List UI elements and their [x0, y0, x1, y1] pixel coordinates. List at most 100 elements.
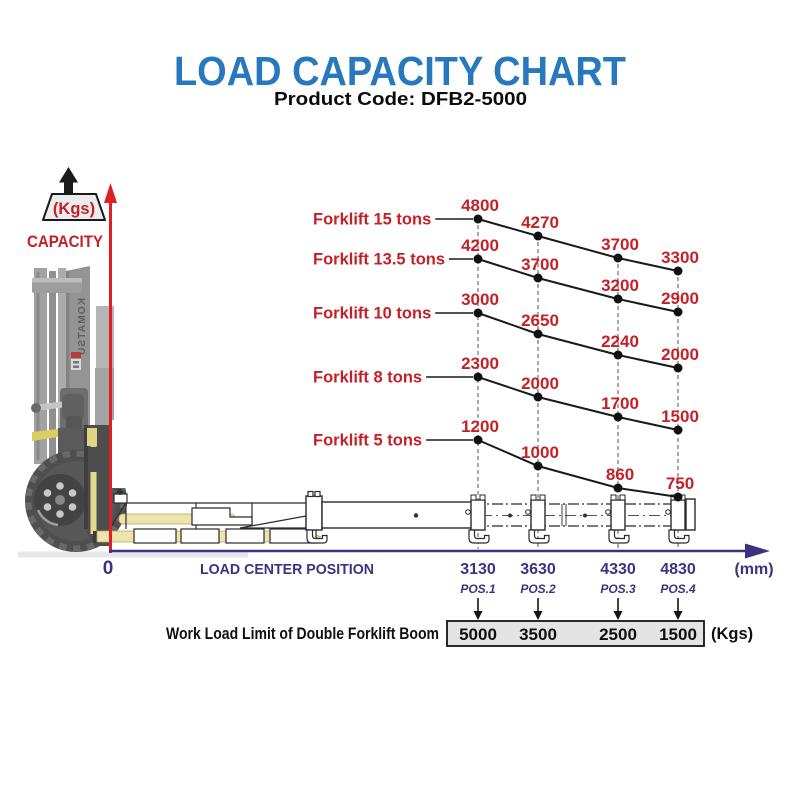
capacity-curve: [477, 312, 679, 369]
weight-up-arrow-icon: [59, 167, 78, 183]
boom-hook-icon: [668, 529, 690, 544]
value-label: 1500: [661, 407, 699, 426]
data-point: [533, 392, 543, 402]
data-point: [533, 461, 543, 471]
value-label: 2000: [661, 345, 699, 364]
value-label: 4800: [461, 196, 499, 215]
boom-collar-tab: [530, 494, 537, 501]
weight-trapezoid: [42, 193, 106, 221]
forklift-hub-bolt: [43, 489, 52, 497]
boom-hook-collar: [470, 499, 486, 531]
forklift-logo-mark2: [73, 365, 79, 368]
boom-fork-pocket: [180, 528, 220, 544]
value-label: 750: [666, 474, 694, 493]
forklift-mast-cylinder-rod: [49, 271, 56, 461]
boom-pin-2: [508, 513, 512, 518]
data-point: [473, 435, 483, 445]
axis-origin-label: 0: [103, 558, 114, 579]
data-point: [533, 273, 543, 283]
forklift-mast-left-rail-groove: [36, 272, 40, 460]
boom-end-cap: [685, 498, 696, 531]
value-label: 3700: [601, 235, 639, 254]
capacity-curve: [477, 439, 679, 498]
data-point: [673, 492, 683, 502]
weight-up-arrow-shaft: [64, 181, 73, 196]
value-label: 2900: [661, 289, 699, 308]
boom-root-tab-2: [314, 490, 321, 498]
boom-frame-block: [113, 493, 128, 504]
data-point: [673, 363, 683, 373]
work-load-limit-table: Work Load Limit of Double Forklift Boom …: [166, 598, 753, 647]
forklift-hub-bolt: [68, 503, 77, 511]
forklift-tilt-cylinder-group: [31, 394, 84, 432]
boom-root-bracket: [305, 495, 323, 531]
capacity-curve: [477, 376, 679, 431]
value-label: 4270: [521, 213, 559, 232]
series-label: Forklift 8 tons: [313, 369, 422, 387]
forklift-hub-cap: [55, 495, 65, 505]
data-point: [613, 412, 623, 422]
forklift-hub-bolt: [56, 510, 64, 518]
data-point: [613, 483, 623, 493]
data-point: [613, 350, 623, 360]
value-label: 3700: [521, 255, 559, 274]
down-arrow-icon: [673, 611, 683, 620]
capacity-axis: (Kgs) CAPACITY: [27, 167, 117, 553]
boom-hook-collar: [610, 499, 626, 531]
value-label: 4200: [461, 236, 499, 255]
series-label: Forklift 15 tons: [313, 211, 431, 229]
work-load-limit-value: 1500: [659, 625, 697, 644]
boom-frame-diagonal: [109, 502, 127, 529]
series-label: Forklift 13.5 tons: [313, 251, 445, 269]
forklift-mast-panel-edge: [66, 271, 70, 462]
boom-root-tab-1: [307, 490, 314, 498]
data-point: [533, 231, 543, 241]
position-name-label: POS.1: [460, 582, 496, 596]
position-tick-label: 4330: [600, 561, 636, 578]
boom-hook-collar: [530, 499, 546, 531]
data-point: [673, 266, 683, 276]
data-point: [473, 308, 483, 318]
boom-hook-icon: [306, 529, 328, 544]
boom-hook-collar: [670, 499, 686, 531]
boom-hook-icon: [528, 529, 550, 544]
position-tick-label: 3130: [460, 561, 496, 578]
data-point: [613, 294, 623, 304]
weight-unit-label: (Kgs): [53, 200, 95, 218]
value-label: 2240: [601, 332, 639, 351]
value-label: 2300: [461, 354, 499, 373]
forklift-mast-mid-rail: [58, 268, 66, 462]
boom-pin: [413, 513, 419, 518]
value-label: 3000: [461, 290, 499, 309]
boom-fork-pocket: [225, 528, 265, 544]
value-label: 2650: [521, 311, 559, 330]
axis-unit-label: (mm): [734, 561, 773, 578]
value-label: 3300: [661, 248, 699, 267]
boom-hook-icon: [468, 529, 490, 544]
value-label: 1700: [601, 394, 639, 413]
work-load-limit-value: 2500: [599, 625, 637, 644]
value-label: 860: [606, 465, 634, 484]
down-arrow-icon: [613, 611, 623, 620]
boom-collar-pin: [525, 509, 531, 515]
product-code-subtitle: Product Code: DFB2-5000: [274, 89, 527, 109]
forklift-mast-crossbar-highlight: [32, 278, 82, 283]
position-name-label: POS.4: [660, 582, 696, 596]
position-down-arrows: [473, 598, 683, 620]
load-center-axis-label: LOAD CENTER POSITION: [200, 561, 374, 578]
boom-main-tube: [321, 501, 474, 529]
forklift-hub-rim-arc: [36, 509, 59, 527]
value-label: 1200: [461, 417, 499, 436]
boom-collar-pin: [665, 509, 671, 515]
boom-collar-tab: [539, 494, 546, 501]
page-title: LOAD CAPACITY CHART: [174, 48, 626, 94]
forklift-fork-shank-upper: [90, 428, 97, 447]
forklift-photo-clip: [111, 420, 134, 488]
down-arrow-icon: [533, 611, 543, 620]
data-point: [673, 425, 683, 435]
data-point: [613, 253, 623, 263]
